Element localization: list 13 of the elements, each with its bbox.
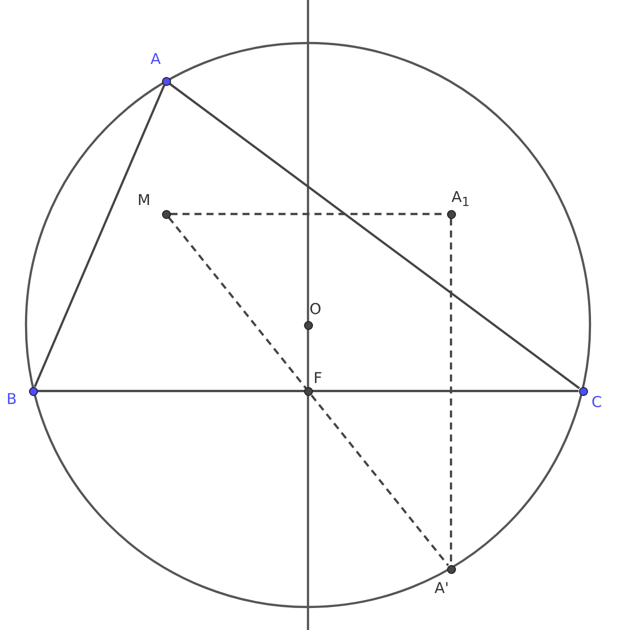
point-label: O — [310, 302, 322, 316]
point-label: A' — [434, 580, 449, 596]
line-segment — [38, 390, 578, 392]
point-label: M — [138, 192, 150, 208]
point-label: A — [150, 52, 161, 66]
line-segment — [168, 82, 580, 390]
point-label: A$_{1}$ — [452, 190, 470, 208]
line-segment — [168, 216, 450, 566]
point-label: B — [6, 392, 17, 406]
line-segment — [450, 218, 452, 564]
line-segment — [34, 84, 166, 388]
point-label: F — [314, 370, 322, 386]
point-label: C — [592, 394, 602, 410]
